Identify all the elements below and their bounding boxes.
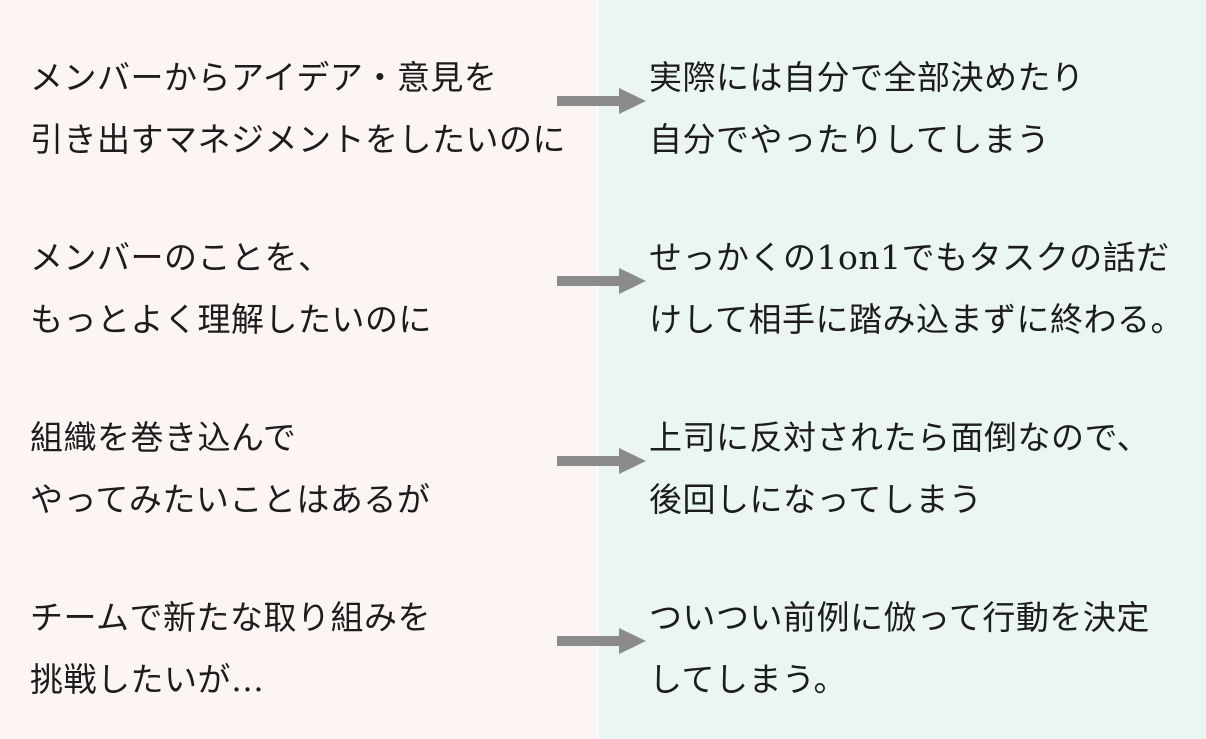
reality-text-1: 実際には自分で全部決めたり 自分でやったりしてしまう (649, 47, 1085, 171)
right-arrow-icon (557, 88, 646, 114)
wish-column-background (0, 0, 599, 739)
right-arrow-icon (557, 628, 646, 654)
reality-line: 自分でやったりしてしまう (649, 120, 1051, 159)
wish-text-1: メンバーからアイデア・意見を 引き出すマネジメントをしたいのに (30, 47, 566, 171)
arrow-head (619, 628, 646, 654)
mapping-row-2: メンバーのことを、 もっとよく理解したいのに せっかくの1on1でもタスクの話だ… (0, 199, 1206, 379)
reality-text-3: 上司に反対されたら面倒なので、 後回しになってしまう (649, 407, 1150, 531)
reality-line: けして相手に踏み込まずに終わる。 (649, 300, 1185, 339)
mapping-row-1: メンバーからアイデア・意見を 引き出すマネジメントをしたいのに 実際には自分で全… (0, 19, 1206, 199)
arrow-head (619, 448, 646, 474)
mapping-row-4: チームで新たな取り組みを 挑戦したいが… ついつい前例に倣って行動を決定 してし… (0, 559, 1206, 739)
reality-line: 実際には自分で全部決めたり (649, 58, 1085, 97)
reality-column-background (599, 0, 1206, 739)
wish-text-2: メンバーのことを、 もっとよく理解したいのに (30, 227, 432, 351)
wish-line: メンバーからアイデア・意見を (30, 58, 498, 97)
wish-line: 組織を巻き込んで (30, 418, 297, 457)
right-arrow-icon (557, 268, 646, 294)
wish-line: メンバーのことを、 (30, 238, 332, 277)
arrow-shaft (557, 276, 619, 286)
reality-line: 上司に反対されたら面倒なので、 (649, 418, 1151, 457)
wish-line: チームで新たな取り組みを (30, 598, 432, 637)
arrow-head (619, 268, 646, 294)
wish-text-4: チームで新たな取り組みを 挑戦したいが… (30, 587, 431, 711)
reality-text-4: ついつい前例に倣って行動を決定 してしまう。 (649, 587, 1150, 711)
reality-text-2: せっかくの1on1でもタスクの話だ けして相手に踏み込まずに終わる。 (649, 227, 1184, 351)
wish-line: もっとよく理解したいのに (30, 300, 432, 339)
wish-text-3: 組織を巻き込んで やってみたいことはあるが (30, 407, 430, 531)
reality-line: ついつい前例に倣って行動を決定 (649, 598, 1150, 637)
arrow-shaft (557, 96, 619, 106)
reality-line: してしまう。 (649, 660, 848, 699)
mapping-rows: メンバーからアイデア・意見を 引き出すマネジメントをしたいのに 実際には自分で全… (0, 19, 1206, 739)
right-arrow-icon (557, 448, 646, 474)
mapping-row-3: 組織を巻き込んで やってみたいことはあるが 上司に反対されたら面倒なので、 後回… (0, 379, 1206, 559)
reality-line: せっかくの1on1でもタスクの話だ (649, 238, 1170, 277)
arrow-shaft (557, 636, 619, 646)
arrow-shaft (557, 456, 619, 466)
wish-line: 引き出すマネジメントをしたいのに (30, 120, 566, 159)
reality-line: 後回しになってしまう (649, 480, 983, 519)
arrow-head (619, 88, 646, 114)
wish-line: 挑戦したいが… (30, 660, 265, 699)
wish-line: やってみたいことはあるが (30, 480, 431, 519)
